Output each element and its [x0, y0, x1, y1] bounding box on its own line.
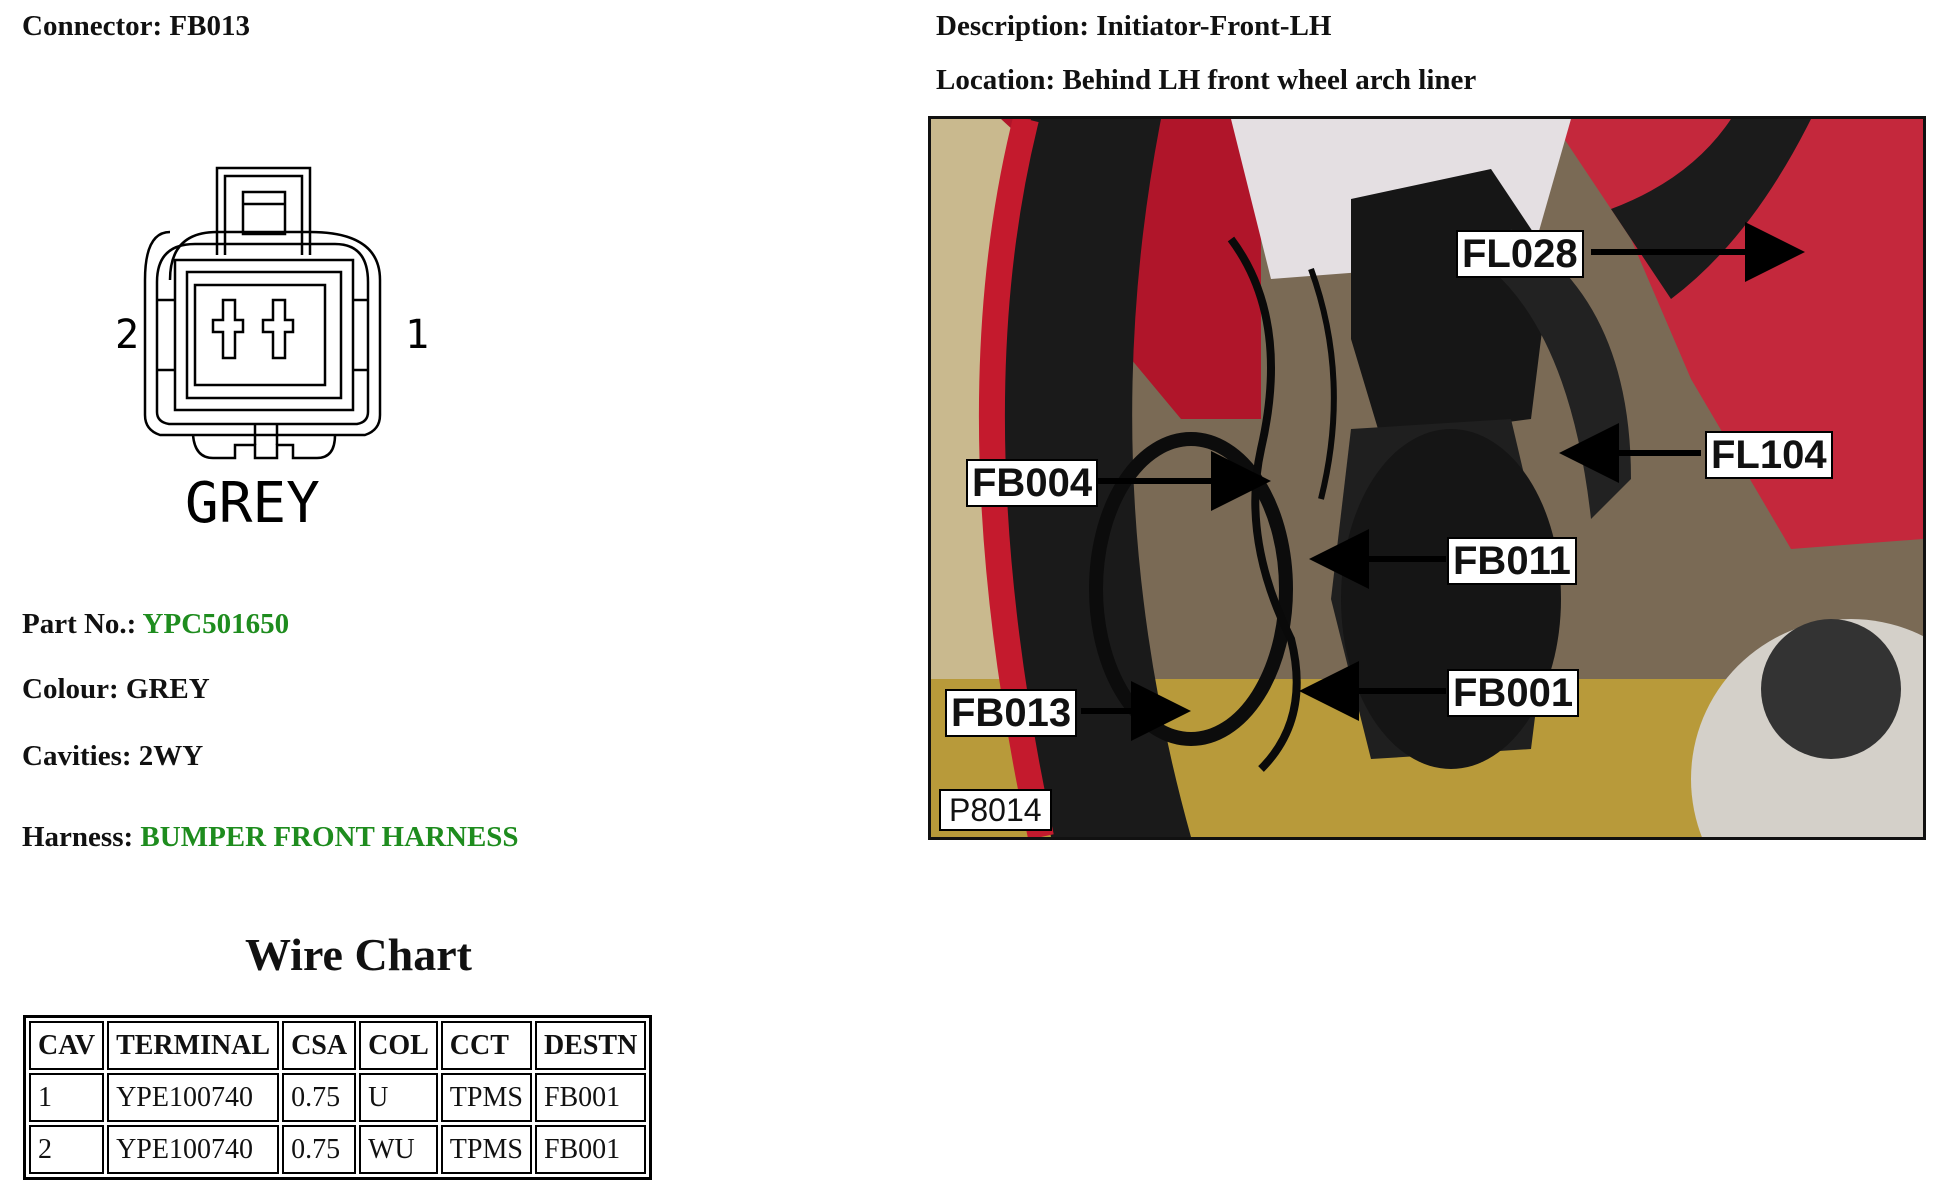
location-label: Location: — [936, 64, 1056, 96]
location-value: Behind LH front wheel arch liner — [1062, 64, 1477, 96]
connector-face-diagram: 2 1 GREY — [95, 160, 455, 540]
connector-label: Connector: — [22, 10, 163, 42]
cavities-line: Cavities: 2WY — [22, 740, 203, 773]
cavities-label: Cavities: — [22, 740, 132, 772]
cell-cav: 1 — [29, 1073, 105, 1122]
callout-fb001: FB001 — [1447, 669, 1580, 717]
table-row: 1 YPE100740 0.75 U TPMS FB001 — [29, 1073, 647, 1122]
wire-chart-table: CAV TERMINAL CSA COL CCT DESTN 1 YPE1007… — [23, 1015, 653, 1180]
description-line: Description: Initiator-Front-LH — [936, 10, 1331, 43]
cell-csa: 0.75 — [282, 1073, 357, 1122]
cell-cav: 2 — [29, 1125, 105, 1174]
part-no-label: Part No.: — [22, 608, 137, 640]
header-col: COL — [359, 1021, 438, 1070]
cell-csa: 0.75 — [282, 1125, 357, 1174]
harness-link[interactable]: BUMPER FRONT HARNESS — [140, 821, 519, 853]
cell-cct: TPMS — [440, 1073, 532, 1122]
callout-fb013: FB013 — [945, 689, 1078, 737]
harness-line: Harness: BUMPER FRONT HARNESS — [22, 821, 519, 854]
header-csa: CSA — [282, 1021, 357, 1070]
cell-destn: FB001 — [534, 1073, 647, 1122]
part-no-link[interactable]: YPC501650 — [142, 608, 290, 640]
header-cav: CAV — [29, 1021, 105, 1070]
colour-value: GREY — [125, 673, 210, 705]
pin-2-label: 2 — [115, 312, 139, 358]
location-photo: FL028 FL104 FB004 FB011 FB013 FB001 P801… — [928, 116, 1926, 840]
cell-col: U — [359, 1073, 438, 1122]
connector-value: FB013 — [169, 10, 250, 42]
description-label: Description: — [936, 10, 1090, 42]
callout-fl104: FL104 — [1705, 431, 1833, 479]
connector-heading: Connector: FB013 — [22, 10, 250, 43]
location-line: Location: Behind LH front wheel arch lin… — [936, 64, 1476, 97]
cell-terminal: YPE100740 — [107, 1073, 280, 1122]
description-value: Initiator-Front-LH — [1096, 10, 1332, 42]
cell-destn: FB001 — [534, 1125, 647, 1174]
header-cct: CCT — [440, 1021, 532, 1070]
cell-terminal: YPE100740 — [107, 1125, 280, 1174]
callout-fl028: FL028 — [1456, 230, 1584, 278]
callout-fb011: FB011 — [1447, 537, 1577, 585]
colour-line: Colour: GREY — [22, 673, 210, 706]
cell-col: WU — [359, 1125, 438, 1174]
header-destn: DESTN — [534, 1021, 647, 1070]
colour-label: Colour: — [22, 673, 119, 705]
cell-cct: TPMS — [440, 1125, 532, 1174]
callout-fb004: FB004 — [966, 459, 1099, 507]
header-terminal: TERMINAL — [107, 1021, 280, 1070]
photo-id-label: P8014 — [939, 789, 1052, 831]
pin-1-label: 1 — [405, 312, 429, 358]
table-header-row: CAV TERMINAL CSA COL CCT DESTN — [29, 1021, 647, 1070]
wire-chart-title: Wire Chart — [245, 929, 472, 980]
table-row: 2 YPE100740 0.75 WU TPMS FB001 — [29, 1125, 647, 1174]
connector-colour-caption: GREY — [185, 471, 320, 536]
part-no-line: Part No.: YPC501650 — [22, 608, 289, 641]
harness-label: Harness: — [22, 821, 134, 853]
cavities-value: 2WY — [138, 740, 204, 772]
